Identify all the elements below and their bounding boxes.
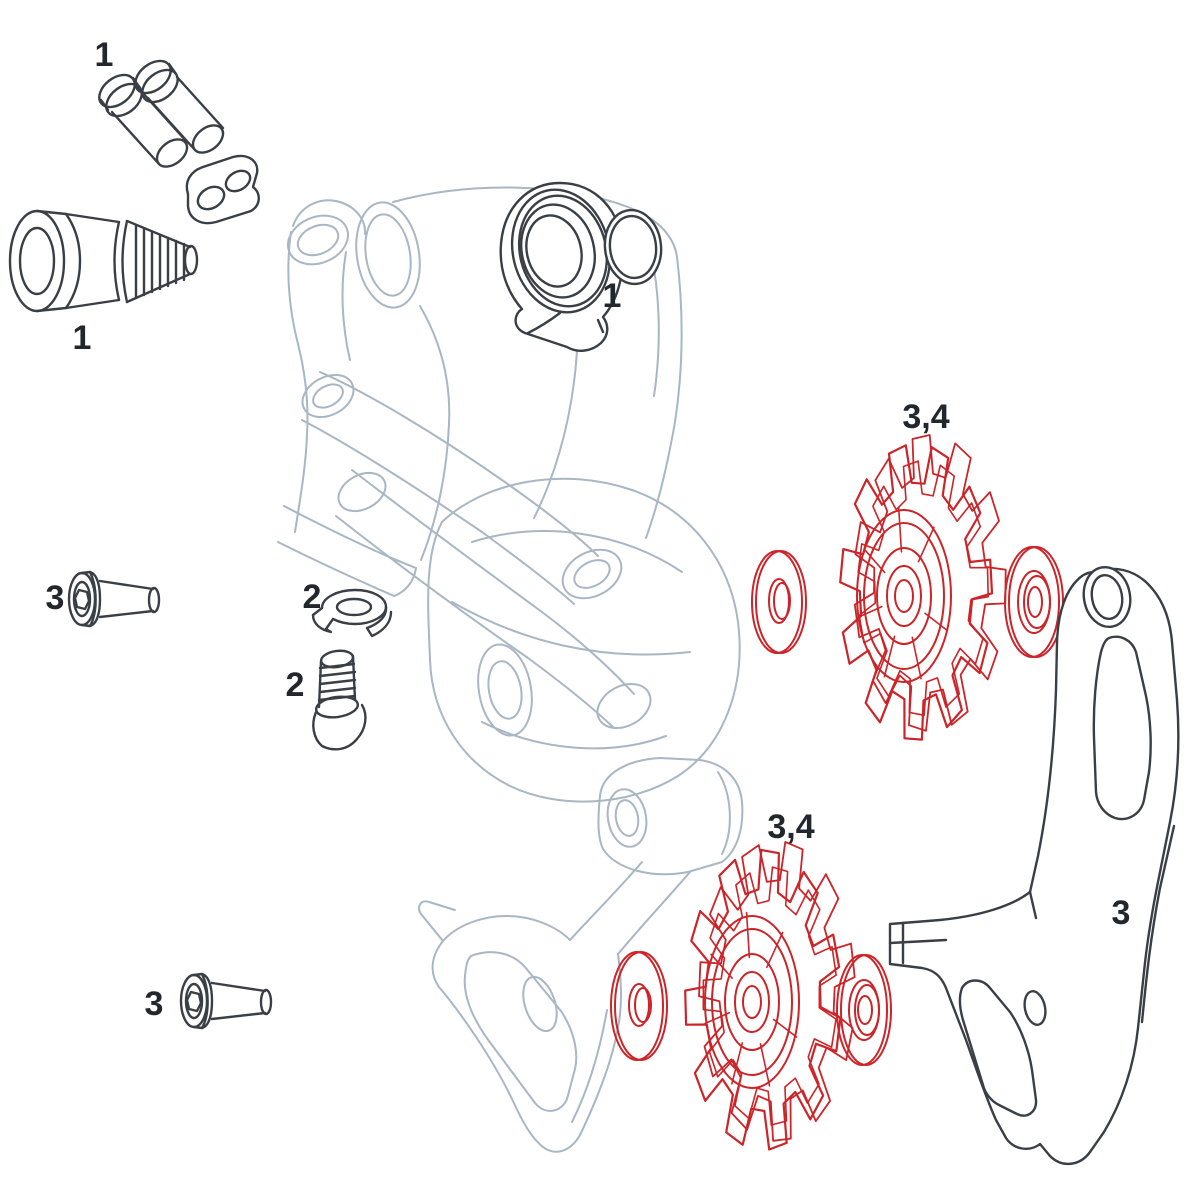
label-cam-and-oring: 1 [603,277,622,315]
label-lock-washer: 2 [303,578,322,616]
lower-pulley-washer-left [610,951,668,1061]
derailleur-body [277,186,744,1153]
label-cage-bolt-bottom: 3 [145,985,164,1023]
label-inner-cage: 3 [1112,894,1131,932]
b-bolt [8,209,199,313]
pulley-gears [684,434,1007,1151]
red-highlight-parts [610,434,1064,1151]
pin-plate [185,154,260,225]
mounting-pin-bolts [98,59,225,168]
upper-pulley-washer-left [751,550,807,654]
label-lower-pulley: 3,4 [767,808,814,846]
cage-bolt-left [67,570,161,628]
label-pin-bolts: 1 [95,36,114,74]
part-labels: 1 1 1 3,4 2 2 3 3,4 3 3 [46,36,1131,1023]
inner-cage-plate [888,565,1180,1165]
lower-pulley-washer-right [836,954,892,1066]
lock-washer [311,588,393,638]
cam-hook [499,181,625,352]
label-cage-bolt-left: 3 [46,579,65,617]
label-limit-screw: 2 [286,666,305,704]
limit-screw [312,649,367,751]
hardware-parts [8,59,1180,1165]
o-ring [603,208,663,286]
label-b-bolt: 1 [73,319,92,357]
upper-pulley-washer-right [1004,546,1064,658]
cage-bolt-bottom [179,972,273,1030]
label-upper-pulley: 3,4 [902,398,949,436]
